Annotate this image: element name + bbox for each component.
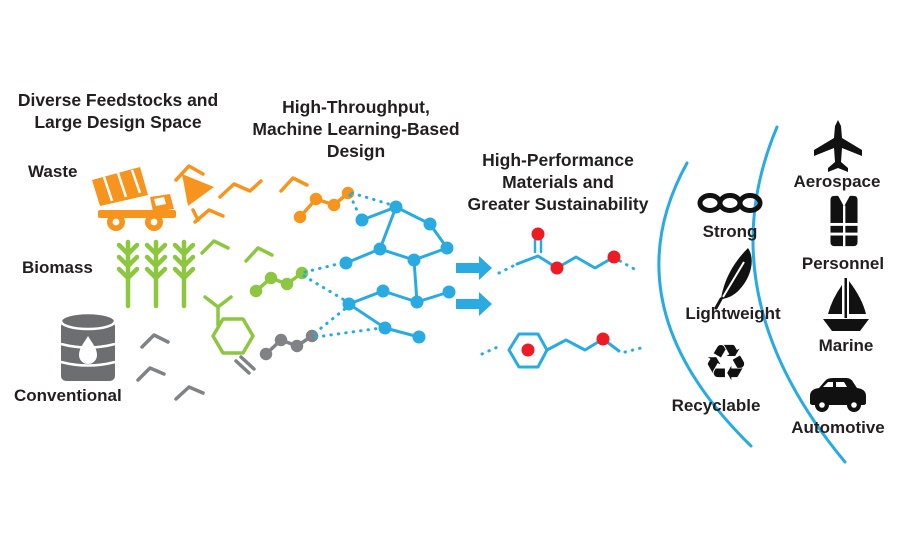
biomass-fragments-art	[200, 239, 274, 355]
flow-arrows	[456, 256, 492, 316]
candidate-graph-orange	[293, 186, 355, 224]
polymer-molecule-1	[497, 227, 640, 275]
automotive-label: Automotive	[791, 418, 885, 437]
benzene-fragment-icon	[211, 317, 255, 355]
right-arrow-icon	[456, 292, 492, 316]
car-icon	[810, 378, 866, 412]
life-vest-icon	[830, 195, 858, 247]
strong-label: Strong	[702, 222, 758, 241]
network-dotted-links	[302, 191, 394, 339]
heading-materials: High-Performance Materials and Greater S…	[467, 150, 649, 214]
chain-links-icon	[697, 193, 763, 213]
feather-icon	[714, 248, 752, 310]
conventional-fragments-art	[136, 333, 256, 401]
heading-feedstocks: Diverse Feedstocks and Large Design Spac…	[17, 90, 219, 132]
recyclable-label: Recyclable	[671, 396, 761, 415]
waste-label: Waste	[28, 162, 78, 181]
polymer-molecule-2	[480, 332, 647, 369]
right-arrow-icon	[456, 256, 492, 280]
aerospace-label: Aerospace	[793, 172, 881, 191]
benzene-ring-icon	[507, 332, 549, 369]
candidate-graph-green	[249, 266, 309, 298]
wheat-icon	[116, 239, 196, 309]
candidate-graph-gray	[259, 329, 319, 361]
sailboat-icon	[823, 278, 869, 331]
conventional-label: Conventional	[14, 386, 122, 405]
funnel-icon	[182, 174, 214, 206]
personnel-label: Personnel	[801, 254, 885, 273]
recycle-icon: ♻	[703, 334, 749, 392]
airplane-icon	[814, 120, 862, 172]
oil-drop-icon	[79, 336, 97, 364]
marine-label: Marine	[818, 336, 874, 355]
lightweight-label: Lightweight	[685, 304, 781, 323]
dump-truck-icon	[92, 167, 214, 231]
heading-design: High-Throughput, Machine Learning-Based …	[252, 97, 460, 161]
ml-network-graph	[339, 200, 456, 344]
biomass-label: Biomass	[22, 258, 93, 277]
oil-barrel-icon	[59, 311, 117, 381]
